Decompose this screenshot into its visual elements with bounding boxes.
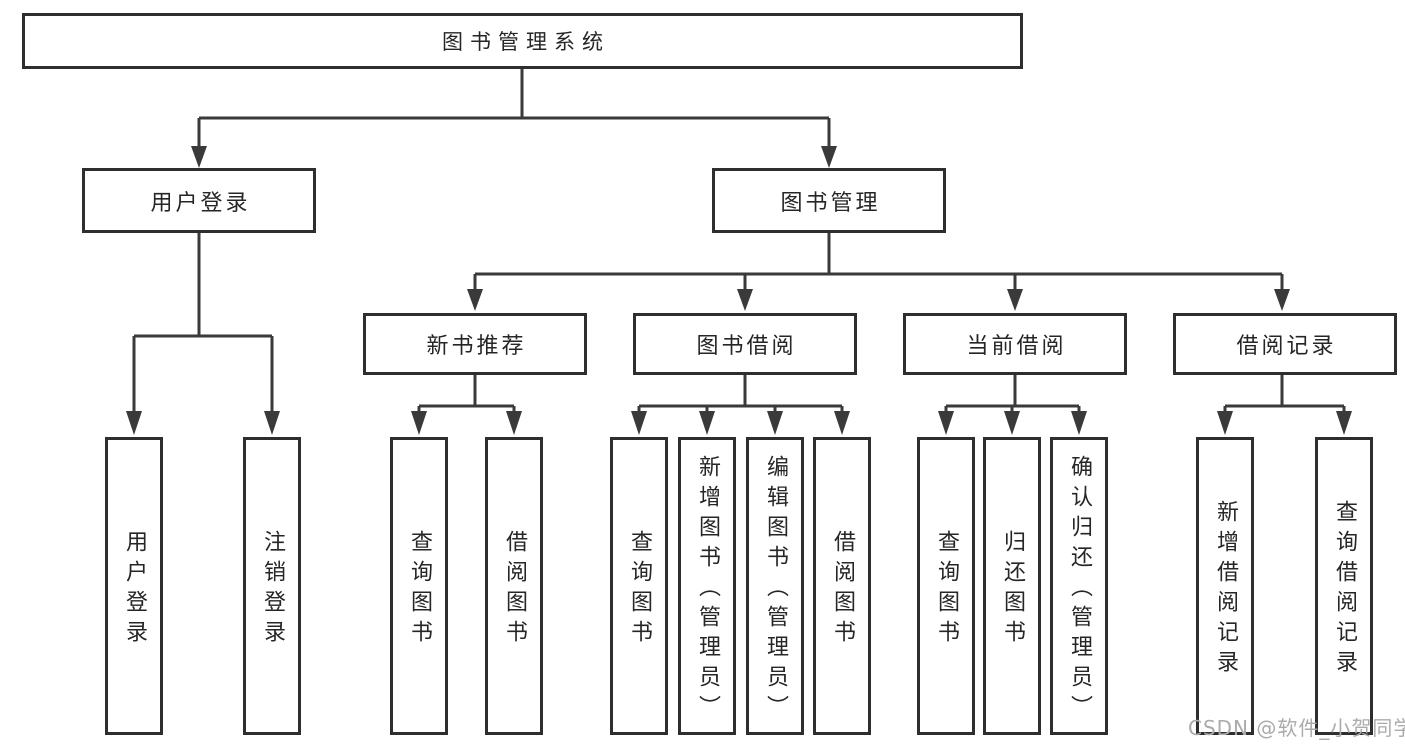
leaf-borrow-books-borrowing: 借阅图书 (813, 437, 871, 735)
leaf-logout: 注销登录 (243, 437, 301, 735)
leaf-borrow-books-recommend: 借阅图书 (485, 437, 543, 735)
node-current-borrowing: 当前借阅 (903, 313, 1127, 375)
node-user-login: 用户登录 (82, 168, 316, 233)
leaf-add-borrow-record: 新增借阅记录 (1196, 437, 1254, 735)
node-book-borrowing: 图书借阅 (633, 313, 857, 375)
node-library-system: 图书管理系统 (22, 13, 1023, 69)
leaf-confirm-return-admin: 确认归还（管理员） (1050, 437, 1108, 735)
leaf-edit-books-admin: 编辑图书（管理员） (746, 437, 804, 735)
leaf-query-borrow-record: 查询借阅记录 (1315, 437, 1373, 735)
node-new-book-recommendation: 新书推荐 (363, 313, 587, 375)
leaf-return-books: 归还图书 (983, 437, 1041, 735)
watermark: CSDN @软件_小贺同学 (1188, 716, 1405, 740)
node-book-management: 图书管理 (712, 168, 946, 233)
leaf-query-books-borrowing: 查询图书 (610, 437, 668, 735)
leaf-query-books-current: 查询图书 (917, 437, 975, 735)
leaf-add-books-admin: 新增图书（管理员） (678, 437, 736, 735)
leaf-query-books-recommend: 查询图书 (390, 437, 448, 735)
node-borrowing-records: 借阅记录 (1173, 313, 1397, 375)
leaf-user-login: 用户登录 (105, 437, 163, 735)
